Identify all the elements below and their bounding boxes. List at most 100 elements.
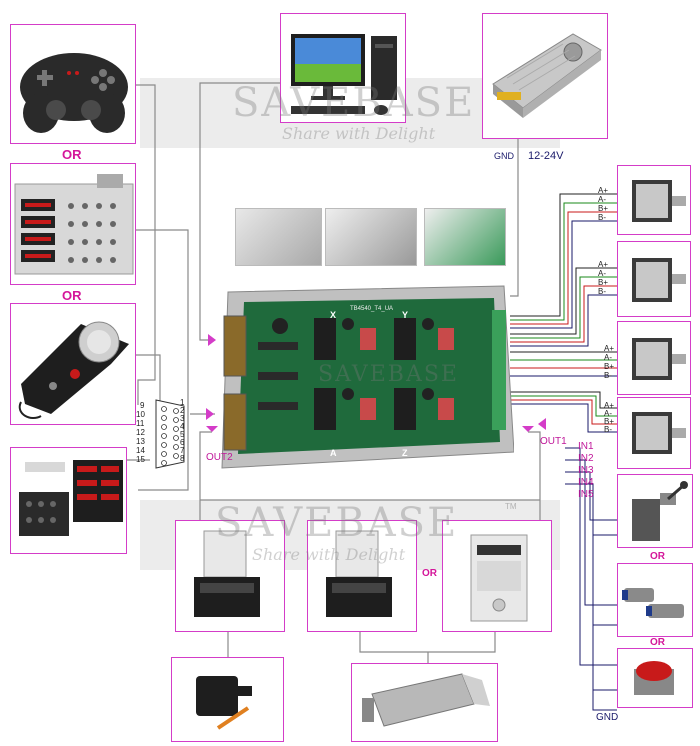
db15-pin-label: 13 [136, 437, 145, 446]
relay-panel-1 [175, 520, 285, 632]
stepper-motor-panel-2 [617, 241, 691, 317]
watermark-tagline-bottom: Share with Delight [252, 545, 406, 564]
motor-pin-label: B+ [604, 417, 615, 426]
watermark-tm: TM [505, 502, 517, 511]
relay-image [326, 530, 392, 617]
motor-pin-label: B+ [598, 204, 609, 213]
emergency-stop-image [634, 661, 674, 695]
db15-shell [155, 399, 185, 469]
spindle-image [362, 673, 490, 727]
motor-pin-label: B- [598, 287, 606, 296]
db15-pin-label: 11 [136, 419, 145, 428]
motor-pin-label: A+ [598, 260, 609, 269]
motor-pin-label: B+ [604, 362, 615, 371]
axis-x-label: X [330, 310, 337, 320]
gnd-bottom-label: GND [596, 712, 619, 723]
stepper-motor-image [632, 338, 686, 380]
heatsink-photo [235, 208, 322, 266]
db15-pin-label: 4 [180, 422, 185, 431]
motor-pin-label: A- [604, 409, 612, 418]
input-label: IN4 [578, 477, 594, 488]
motor-pin-label: A- [604, 353, 612, 362]
or-label-right-2: OR [650, 637, 665, 648]
input-label: IN2 [578, 453, 594, 464]
watermark-tagline-top: Share with Delight [282, 124, 436, 143]
input-label: IN5 [578, 489, 594, 500]
motor-pin-label: B- [598, 213, 606, 222]
watermark-logo-bottom: SAVEBASE [215, 500, 459, 546]
out1-label: OUT1 [540, 436, 567, 447]
inverter-image [470, 534, 528, 622]
display-module-image [19, 460, 123, 536]
db15-pin-label: 8 [180, 454, 185, 463]
db15-pin-label: 5 [180, 430, 185, 439]
stepper-motor-image [632, 412, 686, 454]
or-label-1: OR [62, 147, 82, 162]
db15-connector [150, 398, 190, 470]
input-label: IN1 [578, 441, 594, 452]
db15-pin-label: 3 [180, 414, 185, 423]
motor-pin-label: A+ [604, 401, 615, 410]
handwheel-panel [10, 303, 136, 425]
computer-image [291, 34, 397, 115]
controller-board-image [221, 285, 514, 469]
proximity-sensor-panel [617, 563, 693, 637]
spindle-panel [351, 663, 498, 742]
motor-pin-label: B- [604, 425, 612, 434]
db15-pin-label: 15 [136, 455, 145, 464]
db15-pin-label: 14 [136, 446, 145, 455]
motor-pin-label: A+ [604, 344, 615, 353]
limit-switch-panel [617, 474, 693, 548]
relay-panel-2 [307, 520, 417, 632]
axis-z-label: Z [402, 448, 408, 458]
board-title: TB4540_T4_UA [350, 306, 394, 312]
out2-label: OUT2 [206, 452, 233, 463]
db15-pin-label: 2 [180, 406, 185, 415]
watermark-logo-top: SAVEBASE [232, 80, 476, 126]
computer-panel [280, 13, 406, 123]
db15-pin-label: 10 [136, 410, 145, 419]
stepper-motor-image [632, 258, 686, 302]
watermark-logo-mid: SAVEBASE [318, 362, 459, 387]
or-label-relay: OR [422, 568, 437, 579]
or-label-2: OR [62, 288, 82, 303]
power-supply-image [492, 33, 602, 118]
motor-pin-label: A- [598, 269, 606, 278]
db15-pin-label: 12 [136, 428, 145, 437]
power-supply-panel [482, 13, 608, 139]
proximity-sensor-image [622, 588, 684, 618]
or-label-right-1: OR [650, 551, 665, 562]
input-label: IN3 [578, 465, 594, 476]
estop-panel [617, 648, 693, 708]
limit-switch-image [632, 481, 688, 541]
stepper-motor-panel-3 [617, 321, 691, 395]
gamepad-image [20, 53, 128, 133]
controller-board [218, 282, 514, 472]
db15-pin-label: 6 [180, 438, 185, 447]
handwheel-image [18, 321, 129, 420]
stepper-motor-panel-1 [617, 165, 691, 235]
stepper-motor-panel-4 [617, 397, 691, 469]
pump-image [196, 676, 252, 730]
db15-pin-label: 7 [180, 446, 185, 455]
connector-photo [325, 208, 417, 266]
control-panel-panel [10, 163, 136, 285]
db15-pin-label: 9 [140, 401, 145, 410]
gnd-top-label: GND [494, 151, 514, 161]
inverter-panel [442, 520, 552, 632]
db15-pin-label: 1 [180, 398, 185, 407]
control-panel-image [14, 174, 134, 275]
motor-pin-label: B- [604, 371, 612, 380]
voltage-label: 12-24V [528, 150, 564, 162]
motor-pin-label: A- [598, 195, 606, 204]
stepper-motor-image [632, 180, 686, 222]
axis-a-label: A [330, 448, 337, 458]
pump-panel [171, 657, 284, 742]
axis-y-label: Y [402, 310, 409, 320]
relay-image [194, 530, 260, 617]
terminal-photo [424, 208, 506, 266]
motor-pin-label: B+ [598, 278, 609, 287]
display-module-panel [10, 447, 127, 554]
gamepad-panel [10, 24, 136, 144]
